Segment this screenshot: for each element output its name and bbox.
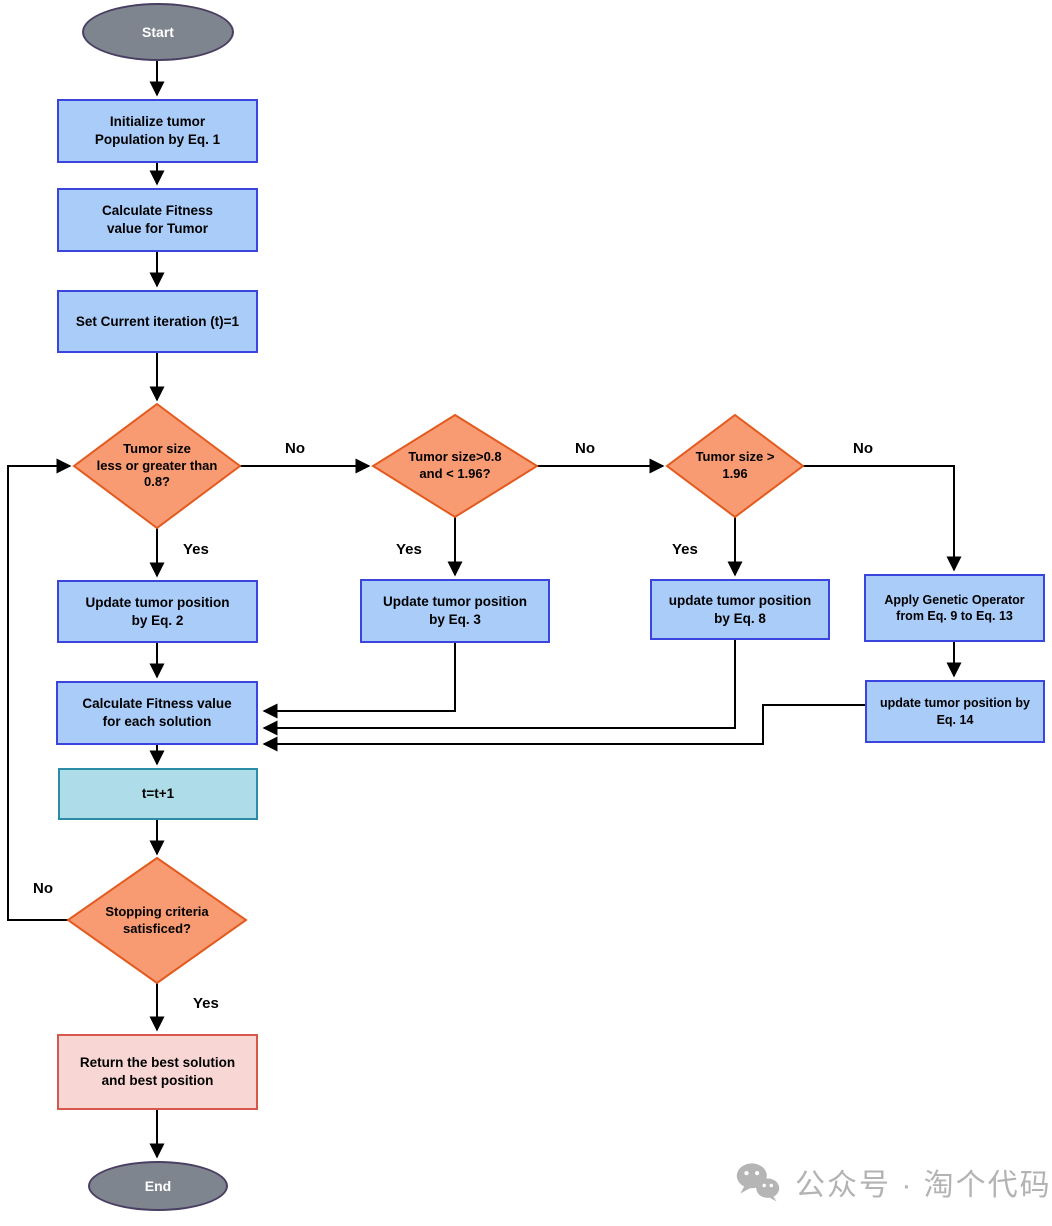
process-genetic-operator: Apply Genetic Operator from Eq. 9 to Eq.… [864,574,1045,642]
decision-d2-label: Tumor size>0.8 and < 1.96? [408,449,502,481]
edge-label-yes-d2: Yes [396,541,422,558]
process-update-eq3: Update tumor position by Eq. 3 [360,579,550,643]
watermark-text: 公众号 · 淘个代码 [795,1169,1052,1202]
wechat-icon [736,1163,780,1202]
start-label: Start [142,23,174,40]
process-update-eq8-label: update tumor position by Eq. 8 [668,592,812,626]
process-calculate-fitness-each: Calculate Fitness value for each solutio… [56,681,258,745]
end-label: End [144,1177,172,1194]
process-genetic-operator-label: Apply Genetic Operator from Eq. 9 to Eq.… [884,592,1025,623]
edge-label-no-d1: No [285,440,305,457]
process-initialize-population: Initialize tumor Population by Eq. 1 [57,99,258,163]
process-update-eq2-label: Update tumor position by Eq. 2 [85,594,230,628]
edge-eq3-fitnesseach [262,643,456,719]
decision-tumor-size-between [371,413,539,519]
decision-stopping-criteria-text: Stopping criteria satisficed? [68,858,246,983]
process-update-eq2: Update tumor position by Eq. 2 [57,580,258,643]
process-calculate-fitness-each-label: Calculate Fitness value for each solutio… [82,696,232,729]
decision-tumor-size-0-8-text: Tumor size less or greater than 0.8? [74,404,240,528]
process-return-best: Return the best solution and best positi… [57,1034,258,1110]
decision-tumor-size-gt-196 [665,413,805,519]
edge-label-no-d2: No [575,440,595,457]
process-update-eq14: update tumor position by Eq. 14 [865,680,1045,743]
process-calculate-fitness-tumor-label: Calculate Fitness value for Tumor [101,203,214,236]
process-initialize-population-label: Initialize tumor Population by Eq. 1 [94,114,221,147]
edge-label-yes-d3: Yes [672,541,698,558]
process-calculate-fitness-tumor: Calculate Fitness value for Tumor [57,188,258,252]
edge-label-no-d3: No [853,440,873,457]
edge-eq8-fitnesseach [262,640,736,736]
edge-label-yes-stopping: Yes [193,995,219,1012]
decision-d3-label: Tumor size > 1.96 [695,449,775,481]
edge-d3-no-genetic [803,465,962,572]
decision-tumor-size-between-text: Tumor size>0.8 and < 1.96? [373,415,537,517]
edge-eq14-fitnesseach [262,704,865,752]
process-update-eq8: update tumor position by Eq. 8 [650,579,830,640]
end-terminal: End [88,1161,228,1211]
edge-label-yes-d1: Yes [183,541,209,558]
decision-stopping-label: Stopping criteria satisficed? [105,903,209,936]
process-update-eq3-label: Update tumor position by Eq. 3 [383,594,527,627]
process-set-iteration: Set Current iteration (t)=1 [57,290,258,353]
edge-stopping-no-loop [7,458,72,921]
start-terminal: Start [82,3,234,61]
process-update-eq14-label: update tumor position by Eq. 14 [880,696,1030,727]
process-increment-t: t=t+1 [58,768,258,820]
decision-tumor-size-0-8 [72,402,242,530]
process-set-iteration-label: Set Current iteration (t)=1 [75,313,240,329]
decision-stopping-criteria [66,856,248,985]
process-increment-t-label: t=t+1 [141,786,175,802]
decision-d1-label: Tumor size less or greater than 0.8? [96,440,218,490]
decision-tumor-size-gt-196-text: Tumor size > 1.96 [667,415,803,517]
edge-label-no-stopping: No [33,880,53,897]
watermark: 公众号 · 淘个代码 [735,1160,1052,1204]
process-return-best-label: Return the best solution and best positi… [79,1055,236,1088]
